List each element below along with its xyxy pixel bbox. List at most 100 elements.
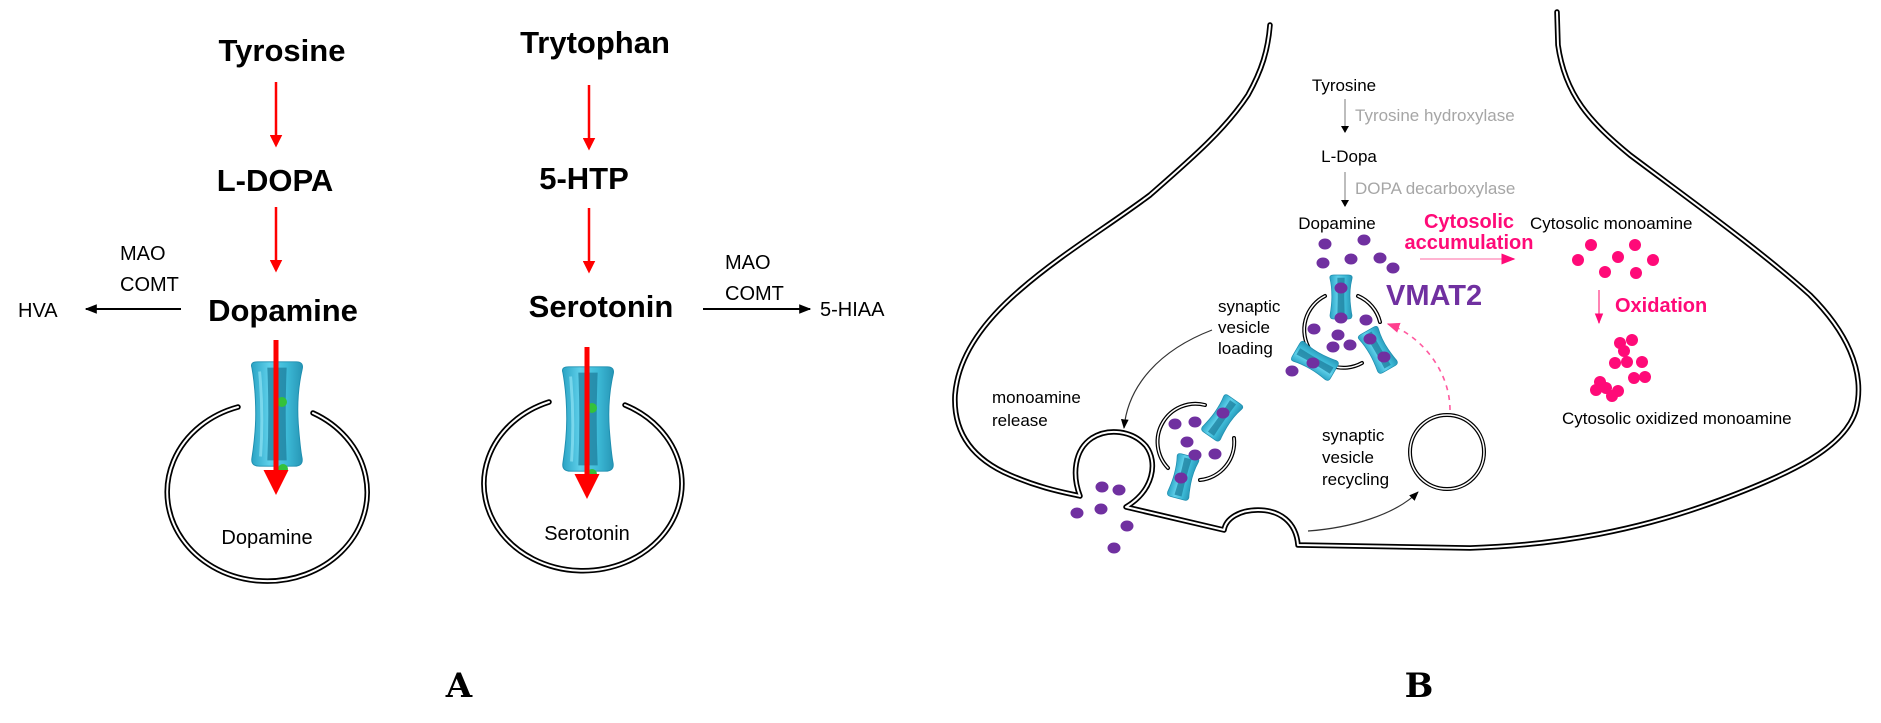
dopamine-molecule (1306, 357, 1320, 369)
serotonin-vesicle-label: Serotonin (544, 523, 630, 545)
l-dopa-label: L-DOPA (217, 163, 334, 198)
cytosolic-accumulation-label-line2: accumulation (1405, 232, 1534, 254)
loading-vesicle (1289, 274, 1400, 383)
panel-a: Tyrosine L-DOPA Dopamine MAO COMT HVA Do… (18, 25, 885, 706)
serotonin-pathway: Trytophan 5-HTP Serotonin MAO COMT 5-HIA… (481, 25, 885, 574)
panel-b: Tyrosine Tyrosine hydroxylase L-Dopa DOP… (952, 9, 1862, 706)
dopamine-molecule (1070, 507, 1084, 519)
tyrosine-label: Tyrosine (219, 33, 346, 68)
dopamine-molecule (1331, 329, 1345, 341)
vmat2-label: VMAT2 (1386, 280, 1482, 312)
oxidized-monoamine-molecule (1609, 357, 1621, 369)
cytosolic-monoamine-molecule (1630, 267, 1642, 279)
dopamine-molecule (1094, 503, 1108, 515)
oxidized-monoamine-molecule (1628, 372, 1640, 384)
cytosolic-monoamine-molecule (1612, 251, 1624, 263)
panel-b-label: B (1405, 666, 1434, 706)
recycling-to-loading-arrow-icon (1386, 322, 1451, 411)
mao-label: MAO (120, 243, 166, 265)
vesicle-loading-label-line1: synaptic (1218, 297, 1281, 316)
dopamine-molecule (1216, 407, 1230, 419)
monoamine-release-label-line2: release (992, 411, 1048, 430)
dopamine-label: Dopamine (1298, 214, 1376, 233)
dopamine-molecule (1208, 448, 1222, 460)
oxidized-monoamine-molecule (1590, 384, 1602, 396)
cytosolic-oxidized-monoamine-label: Cytosolic oxidized monoamine (1562, 409, 1792, 428)
arrowhead-icon (1341, 200, 1349, 207)
5-hiaa-label: 5-HIAA (820, 299, 885, 321)
loading-to-release-arrow-icon (1120, 329, 1213, 429)
dopamine-molecule (1359, 314, 1373, 326)
serotonin-vesicle: Serotonin (481, 347, 685, 574)
oxidized-monoamine-molecule (1606, 390, 1618, 402)
synthesis-pathway: Tyrosine Tyrosine hydroxylase L-Dopa DOP… (1298, 76, 1515, 233)
dopamine-molecule (1363, 333, 1377, 345)
dopamine-molecule (1318, 238, 1332, 250)
dopamine-molecule (1334, 282, 1348, 294)
dopamine-molecule (1188, 449, 1202, 461)
dopamine-molecule (1095, 481, 1109, 493)
5-htp-label: 5-HTP (539, 161, 629, 196)
comt-label: COMT (725, 283, 784, 305)
oxidized-monoamine-molecule (1626, 334, 1638, 346)
vmat2-transporter-icon (1329, 274, 1353, 320)
hva-label: HVA (18, 300, 58, 322)
l-dopa-label: L-Dopa (1321, 147, 1377, 166)
dopamine-molecule (1316, 257, 1330, 269)
dopa-decarboxylase-label: DOPA decarboxylase (1355, 179, 1515, 198)
trytophan-label: Trytophan (520, 25, 670, 60)
dopamine-vesicle-label: Dopamine (221, 527, 312, 549)
dopamine-molecule (1326, 341, 1340, 353)
dopamine-pathway: Tyrosine L-DOPA Dopamine MAO COMT HVA Do… (18, 33, 370, 584)
vesicle-loading-label-line2: vesicle (1218, 318, 1270, 337)
oxidized-monoamine-molecule (1639, 371, 1651, 383)
monoamine-release-label-line1: monoamine (992, 388, 1081, 407)
dopamine-molecule (1386, 262, 1400, 274)
cytosolic-monoamine-molecule (1572, 254, 1584, 266)
cytosolic-monoamine-molecule (1647, 254, 1659, 266)
monoamine-molecules (1070, 234, 1659, 554)
dopamine-molecule (1343, 339, 1357, 351)
cytosolic-monoamine-molecule (1585, 239, 1597, 251)
dopamine-label: Dopamine (208, 293, 358, 328)
dopamine-molecule (1174, 472, 1188, 484)
vmat2-transporter-icon (1356, 324, 1400, 376)
dopamine-molecule (1107, 542, 1121, 554)
mao-label: MAO (725, 252, 771, 274)
dopamine-molecule (1344, 253, 1358, 265)
oxidized-monoamine-molecule (1621, 356, 1633, 368)
oxidation-label: Oxidation (1615, 295, 1707, 317)
dopamine-molecule (1307, 323, 1321, 335)
recycling-arrow-icon (1307, 491, 1419, 532)
dopamine-molecule (1120, 520, 1134, 532)
dopamine-molecule (1180, 436, 1194, 448)
serotonin-label: Serotonin (529, 289, 674, 324)
docked-vesicle (1155, 393, 1245, 502)
cytosolic-monoamine-molecule (1629, 239, 1641, 251)
dopamine-molecule (1188, 416, 1202, 428)
vesicle-recycling-label-line3: recycling (1322, 470, 1389, 489)
recycling-vesicle (1408, 413, 1486, 491)
vesicle-loading-label-line3: loading (1218, 339, 1273, 358)
dopamine-molecule (1112, 484, 1126, 496)
dopamine-molecule (1334, 312, 1348, 324)
cytosolic-monoamine-label: Cytosolic monoamine (1530, 214, 1693, 233)
panel-a-label: A (445, 666, 473, 706)
dopamine-molecule (1357, 234, 1371, 246)
cytosolic-monoamine-molecule (1599, 266, 1611, 278)
comt-label: COMT (120, 274, 179, 296)
presynaptic-membrane (952, 9, 1862, 551)
dopamine-molecule (1285, 365, 1299, 377)
vesicle-recycling-label-line1: synaptic (1322, 426, 1385, 445)
dopamine-molecule (1168, 418, 1182, 430)
oxidized-monoamine-molecule (1618, 345, 1630, 357)
cytosolic-accumulation-label-line1: Cytosolic (1424, 211, 1514, 233)
dopamine-molecule (1373, 252, 1387, 264)
oxidized-monoamine-molecule (1636, 356, 1648, 368)
dopamine-vesicle: Dopamine (164, 340, 370, 584)
arrowhead-icon (1341, 126, 1349, 133)
dopamine-molecule (1377, 351, 1391, 363)
tyrosine-hydroxylase-label: Tyrosine hydroxylase (1355, 106, 1515, 125)
tyrosine-label: Tyrosine (1312, 76, 1376, 95)
